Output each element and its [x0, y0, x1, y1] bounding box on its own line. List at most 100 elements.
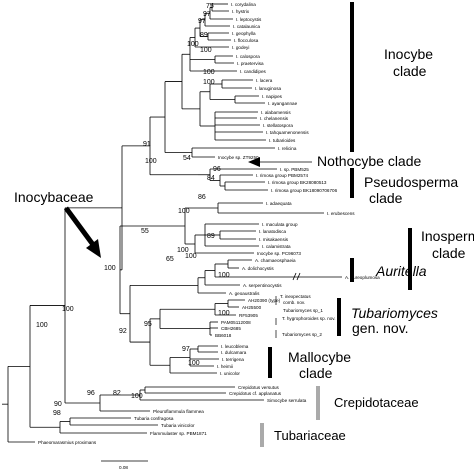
tip-label: I. rimosa group BK18090706706 — [271, 188, 338, 193]
support-value: 100 — [185, 253, 197, 260]
tubariomyces-taxon-label: comb. nov. — [283, 300, 305, 305]
support-value: 100 — [145, 158, 157, 165]
tip-label: Pleuroflammula flammea — [153, 409, 204, 414]
tip-label: I. ayangannae — [268, 101, 298, 106]
support-value: 54 — [183, 155, 191, 162]
support-value: 98 — [53, 410, 61, 417]
support-value: 100 — [131, 393, 143, 400]
tip-label: I. napipes — [262, 94, 283, 99]
tip-label: I. godeyi — [232, 45, 249, 50]
tip-label: AH25500 — [242, 305, 262, 310]
inocybaceae-arrow-head — [86, 239, 101, 258]
tip-label: I. lanuginosa — [255, 86, 281, 91]
tip-label: I. rimosa group PBM2574 — [256, 173, 309, 178]
support-value: 100 — [203, 69, 215, 76]
tip-label: Simocybe serrulata — [267, 398, 307, 403]
tip-label: A. dolichocystis — [242, 266, 274, 271]
tip-label: BB6018 — [215, 333, 232, 338]
tip-label: I. lanatodisca — [259, 229, 287, 234]
tip-label: I. calamistrata — [262, 244, 291, 249]
inosperma-clade-label-line2: clade — [432, 245, 466, 261]
support-value: 65 — [166, 256, 174, 263]
tip-label: I. misakaensis — [259, 237, 289, 242]
tip-label: I. sp. PBM525 — [280, 167, 309, 172]
tip-label: Inocybe sp. PC96073 — [257, 251, 301, 256]
tip-label: Tubaria confragosa — [134, 416, 174, 421]
support-value: 97 — [182, 346, 190, 353]
support-values: 7597978910010010010091541008486968910010… — [36, 3, 230, 417]
support-value: 55 — [141, 228, 149, 235]
tip-label: I. tubarioides — [269, 138, 296, 143]
support-value: 91 — [143, 141, 151, 148]
support-value: 100 — [104, 265, 116, 272]
tip-label: Crepidotus versutus — [238, 385, 280, 390]
support-value: 100 — [178, 208, 190, 215]
crepidotaceae-label: Crepidotaceae — [334, 395, 419, 410]
support-value: 100 — [187, 41, 199, 48]
mallocybe-clade-label-line1: Mallocybe — [288, 349, 351, 365]
support-value: 84 — [207, 175, 215, 182]
inosperma-clade-label-line1: Inosperma — [421, 228, 474, 244]
inocybaceae-arrow-line — [63, 206, 97, 248]
tip-label: I. tahquamenonensis — [266, 130, 309, 135]
support-value: 97 — [203, 11, 211, 18]
tip-label: I. unicolor — [220, 371, 240, 376]
tip-label: AH20390 (type) — [248, 298, 281, 303]
tip-label: I. erubescens — [327, 211, 355, 216]
tip-label: I. catalaunica — [233, 24, 261, 29]
nothocybe-arrow-head — [248, 157, 260, 167]
support-value: 89 — [207, 233, 215, 240]
tubariomyces-taxon-label: Tubariomyces sp_2 — [282, 332, 322, 337]
tip-label: A. aureoplumosa — [345, 275, 380, 280]
tubariomyces-taxon-label: T. hygrophoroides sp. nov. — [282, 316, 336, 321]
family-bars — [260, 386, 320, 447]
tree-branches — [2, 3, 342, 443]
tip-label: I. geophylla — [232, 31, 256, 36]
tip-label: I. corydalina — [231, 2, 256, 7]
tip-label: Inocybe sp. ZT9250 — [218, 155, 259, 160]
tip-label: I. terrigena — [222, 357, 244, 362]
tip-label: I. chelanensis — [260, 116, 289, 121]
support-value: 95 — [144, 321, 152, 328]
nothocybe-clade-label: Nothocybe clade — [317, 153, 422, 169]
support-value: 96 — [213, 166, 221, 173]
tip-label: I. candidipes — [240, 69, 266, 74]
tip-label: I. flocculosa — [234, 38, 259, 43]
tip-label: Flammulaster sp. PBM1871 — [150, 431, 207, 436]
branch-break-mark — [292, 272, 297, 281]
support-value: 100 — [188, 360, 200, 367]
tip-label: I. stellatospora — [263, 123, 293, 128]
tip-label: A. serpentinocystis — [243, 283, 282, 288]
tubariomyces-taxon-label: Tubariomyces sp_1 — [283, 308, 323, 313]
tubariaceae-label: Tubariaceae — [274, 428, 346, 443]
support-value: 100 — [203, 79, 215, 86]
support-value: 96 — [87, 390, 95, 397]
tip-label: I. leucoblema — [221, 344, 249, 349]
tip-label: PAM05112008 — [221, 320, 251, 325]
tip-label: I. alabamensis — [261, 110, 291, 115]
inocybe-clade-label-line1: Inocybe — [384, 46, 433, 62]
support-value: 100 — [177, 247, 189, 254]
inocybe-clade-label-line2: clade — [393, 63, 427, 79]
branch-break-mark — [296, 272, 301, 281]
tip-label: I. praetervisa — [237, 61, 264, 66]
tip-label: I. rimosa group BK28080513 — [268, 180, 327, 185]
tip-label: I. adaequata — [266, 201, 292, 206]
tip-label: I. calospora — [236, 54, 260, 59]
tip-label: CBH2685 — [221, 326, 241, 331]
scale-bar-label: 0.08 — [119, 465, 128, 470]
tip-label: I. leptocystis — [236, 17, 262, 22]
tip-label: I. dulcamara — [221, 350, 247, 355]
support-value: 100 — [200, 47, 212, 54]
support-value: 100 — [36, 322, 48, 329]
tubariomyces-clade-label-line2: gen. nov. — [352, 320, 409, 336]
tip-label: Tubaria vinicolor — [161, 423, 195, 428]
support-value: 75 — [206, 3, 214, 10]
support-value: 100 — [218, 310, 230, 317]
inocybaceae-label: Inocybaceae — [14, 189, 94, 205]
tip-label: RF53905 — [239, 313, 258, 318]
tip-label: I. lacera — [256, 78, 273, 83]
tip-label: I. maculata group — [262, 222, 298, 227]
